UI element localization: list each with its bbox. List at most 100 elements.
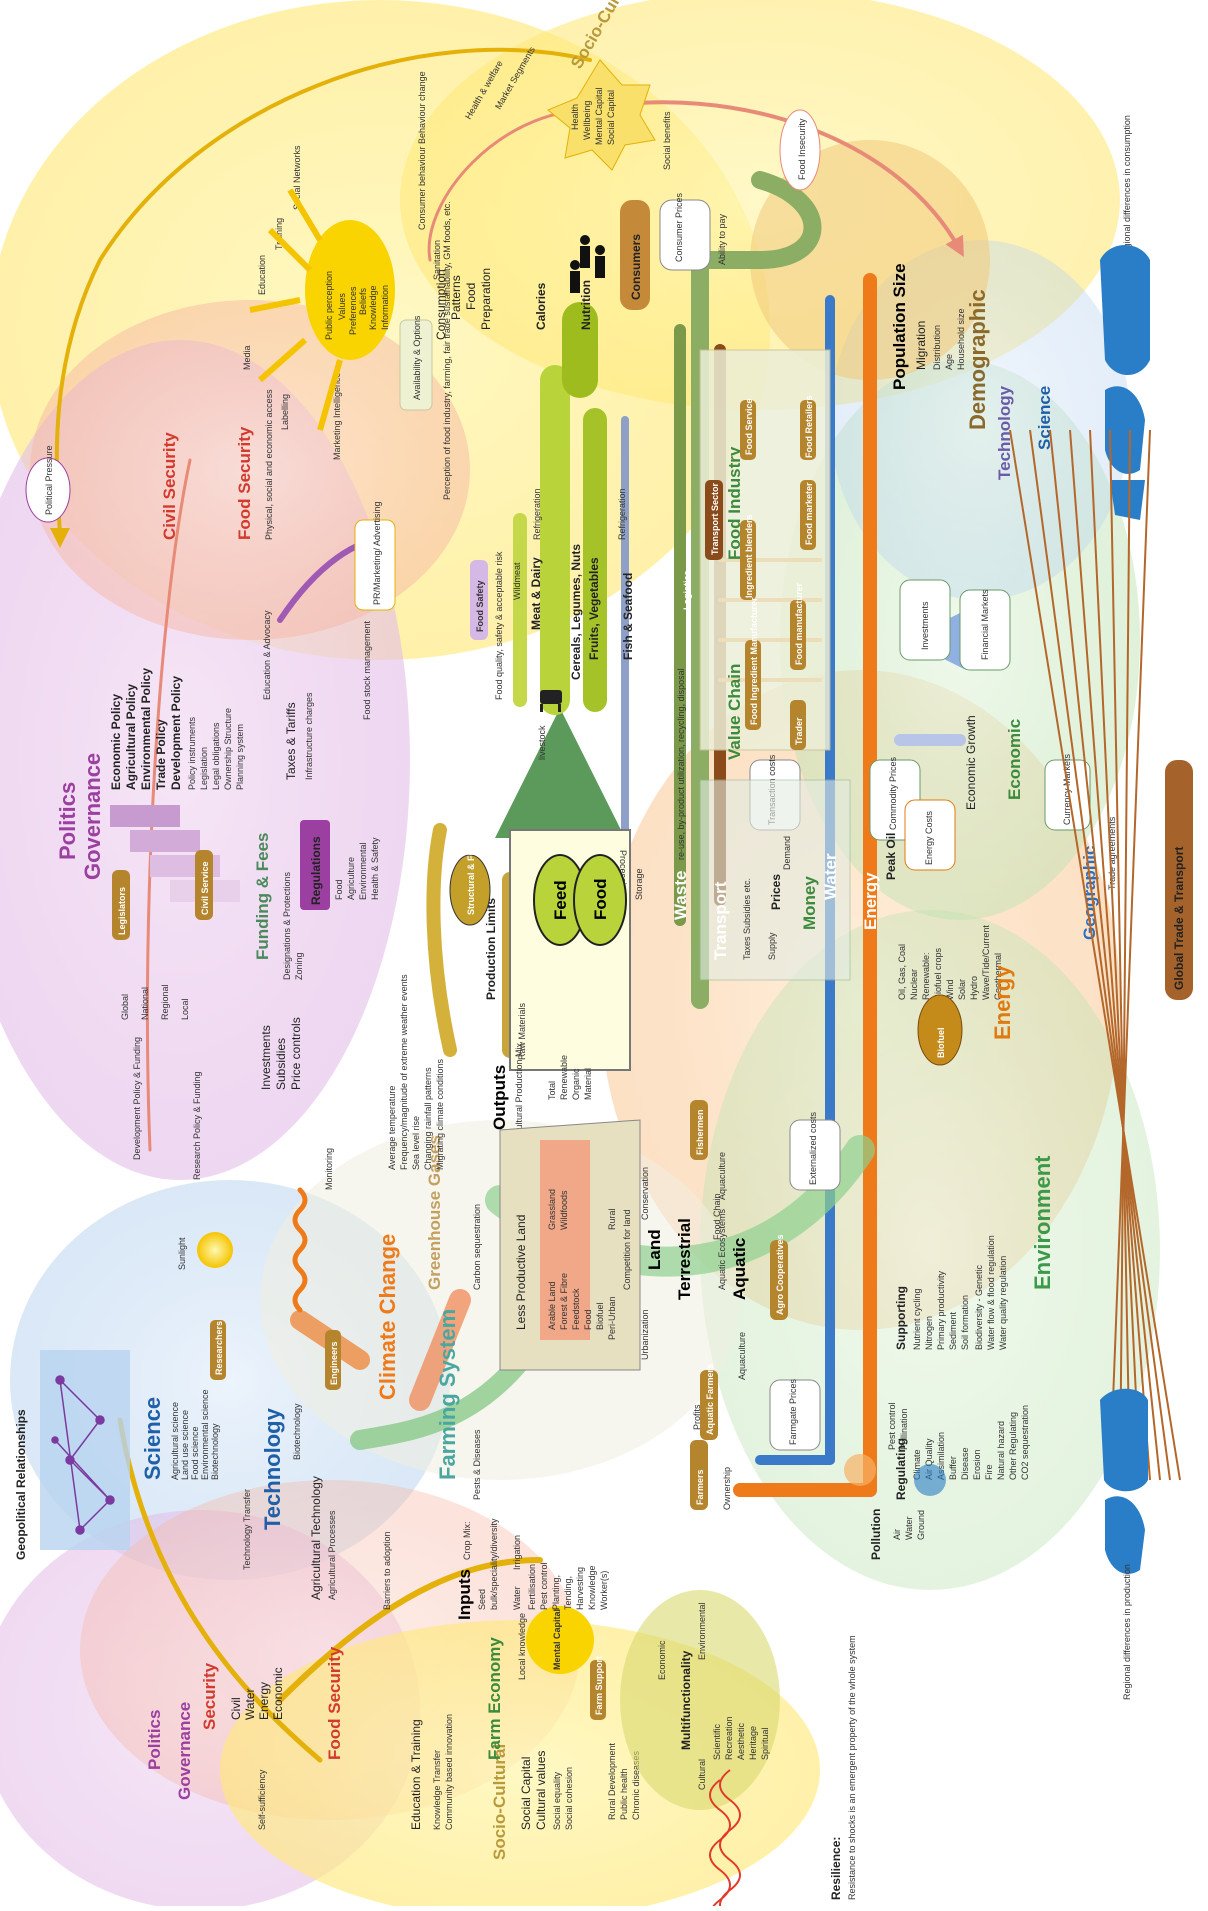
left-panel-self-sufficiency: Self-sufficiency — [257, 1769, 267, 1830]
perception-items-3: Media — [242, 345, 252, 370]
supporting-items-3: Sediment — [948, 1311, 958, 1350]
left-panel-pest-control: Pest control — [887, 1402, 897, 1450]
value-chain-block: Food Industry Value Chain Food Service F… — [682, 349, 831, 831]
regulating-items-9: CO2 sequestration — [1020, 1405, 1030, 1480]
center-regulations: Regulations — [309, 836, 323, 905]
inputs-items-5: Irrigation — [512, 1535, 522, 1570]
policy-sub-0: Policy instruments — [187, 716, 197, 790]
center-nutrition: Nutrition — [579, 280, 593, 330]
center-food-safety-sub: Food quality, safety & acceptable risk — [494, 551, 504, 700]
center-agro-coops: Agro Cooperatives — [775, 1234, 785, 1315]
supporting-items-2: Primary productivity — [936, 1270, 946, 1350]
socio-center-2: Mental Capital — [594, 87, 604, 145]
center-research: Research Policy & Funding — [192, 1071, 202, 1180]
multi-items-6: Heritage — [748, 1726, 758, 1760]
center-legislators: Legislators — [117, 887, 127, 935]
inputs-items-3: Pests & Diseases — [472, 1429, 482, 1500]
perception-items-0: Education — [257, 255, 267, 295]
regulating-items-6: Fire — [984, 1465, 994, 1481]
right-panel-supporting: Supporting — [894, 1286, 908, 1350]
technology-heading: Technology — [260, 1407, 285, 1530]
inputs-items-10: Harvesting — [575, 1567, 585, 1610]
center-pop-size: Population Size — [890, 263, 909, 390]
supporting-items-1: Nitrogen — [924, 1316, 934, 1350]
left-panel-farmers: Farmers — [695, 1469, 705, 1505]
center-consumers: Consumers — [629, 234, 643, 300]
left-security-block: Politics Governance Security Civil Water… — [145, 1590, 857, 1911]
world-map-top — [1100, 245, 1150, 520]
inputs-items-6: Fertilisation — [527, 1564, 537, 1610]
governance-bottom-heading: Governance — [175, 1702, 194, 1800]
right-panel-supply: Supply — [767, 932, 777, 960]
money-heading: Money — [800, 876, 819, 930]
rural-1: Public health — [619, 1768, 629, 1820]
land-uses-4: Biofuel — [595, 1302, 605, 1330]
inputs-items-1: Seed — [477, 1589, 487, 1610]
center-land: Land — [645, 1229, 664, 1270]
supporting-items-5: Biodiversity - Genetic — [974, 1264, 984, 1350]
security-items-0: Civil — [229, 1697, 243, 1720]
pollution-heading: Pollution — [869, 1509, 883, 1560]
left-panel-education: Education & Training — [409, 1719, 423, 1830]
rural-2: Chronic diseases — [631, 1750, 641, 1820]
land-uses-6: Wildfoods — [559, 1190, 569, 1230]
center-political-pressure: Political Pressure — [44, 445, 54, 515]
socio-cultural-bottom-heading: Socio-Cultural — [490, 1744, 509, 1860]
funding-heading: Funding & Fees — [253, 833, 272, 961]
right-panel-logistics: Logistics — [682, 570, 692, 610]
climate-items-2: Sea level rise — [411, 1116, 421, 1170]
land-uses-3: Food — [583, 1309, 593, 1330]
center-availability: Availability & Options — [412, 315, 422, 400]
outputs-heading: Outputs — [490, 1065, 509, 1130]
policies-0: Economic Policy — [109, 694, 123, 790]
money-energy-block: Transport Taxes Subsidies etc. Supply Pr… — [699, 779, 1015, 1066]
center-designations: Designations & Protections — [282, 871, 292, 980]
policy-sub-4: Planning system — [235, 724, 245, 790]
outputs-items-3: Material — [583, 1068, 593, 1100]
globe-network — [40, 1350, 130, 1550]
center-education-advocacy: Education & Advocacy — [262, 610, 272, 700]
regulating-items-0: Climate — [912, 1449, 922, 1480]
multi-items-4: Recreation — [724, 1716, 734, 1760]
energy-heading: Energy — [861, 872, 880, 930]
chain-items-4: Food manufacturer — [794, 582, 804, 665]
center-refrigeration: Refrigeration — [532, 488, 542, 540]
public-perception-1: Values — [337, 293, 347, 320]
science-items-2: Food science — [190, 1426, 200, 1480]
right-panel-energy-costs: Energy Costs — [924, 810, 934, 865]
regulating-items-3: Buffer — [948, 1456, 958, 1480]
consumption-2: Food — [464, 283, 478, 310]
right-panel-transport-sector: Transport Sector — [710, 482, 720, 555]
food-industry-heading: Food Industry — [725, 446, 744, 560]
center-storage: Storage — [634, 868, 644, 900]
center-carbon: Carbon sequestration — [472, 1204, 482, 1290]
left-science-block: Geopolitical Relationships Science Agric… — [14, 1320, 392, 1610]
center-feed: Feed — [551, 880, 570, 920]
perception-items-5: Marketing Intelligence — [332, 372, 342, 460]
terrestrial-heading: Terrestrial — [675, 1218, 694, 1300]
regulation-items-0: Food — [334, 879, 344, 900]
center-social-benefits: Social benefits — [662, 111, 672, 170]
perception-items-4: Labelling — [280, 394, 290, 430]
left-panel-researchers: Researchers — [214, 1321, 224, 1375]
politics-bottom-heading: Politics — [145, 1710, 164, 1770]
center-production-limits: Production Limits — [484, 898, 498, 1000]
economic-heading: Economic — [1005, 719, 1024, 800]
inputs-items-4: Water — [512, 1586, 522, 1610]
levels-1: National — [140, 987, 150, 1020]
multi-items-7: Spiritual — [760, 1727, 770, 1760]
inputs-items-0: Crop Mix: — [462, 1521, 472, 1560]
world-map-bottom — [1100, 1388, 1148, 1574]
funding-items-1: Subsidies — [274, 1038, 288, 1090]
pollution-items-1: Water — [904, 1516, 914, 1540]
science-heading: Science — [140, 1397, 165, 1480]
center-ability: Ability to pay — [717, 213, 727, 265]
inputs-items-9: Tending, — [563, 1576, 573, 1610]
chain-items-5: Food Ingredient Manufacturer — [749, 597, 759, 725]
center-fruits: Fruits, Vegetables — [587, 557, 601, 660]
food-security-bottom-heading: Food Security — [325, 1646, 344, 1760]
multi-items-1: Cultural — [697, 1759, 707, 1790]
energy-items-6: Hydro — [969, 976, 979, 1000]
climate-items-3: Changing rainfall patterns — [423, 1067, 433, 1170]
aquatic-items-1: Aquatic Ecosystems — [717, 1208, 727, 1290]
